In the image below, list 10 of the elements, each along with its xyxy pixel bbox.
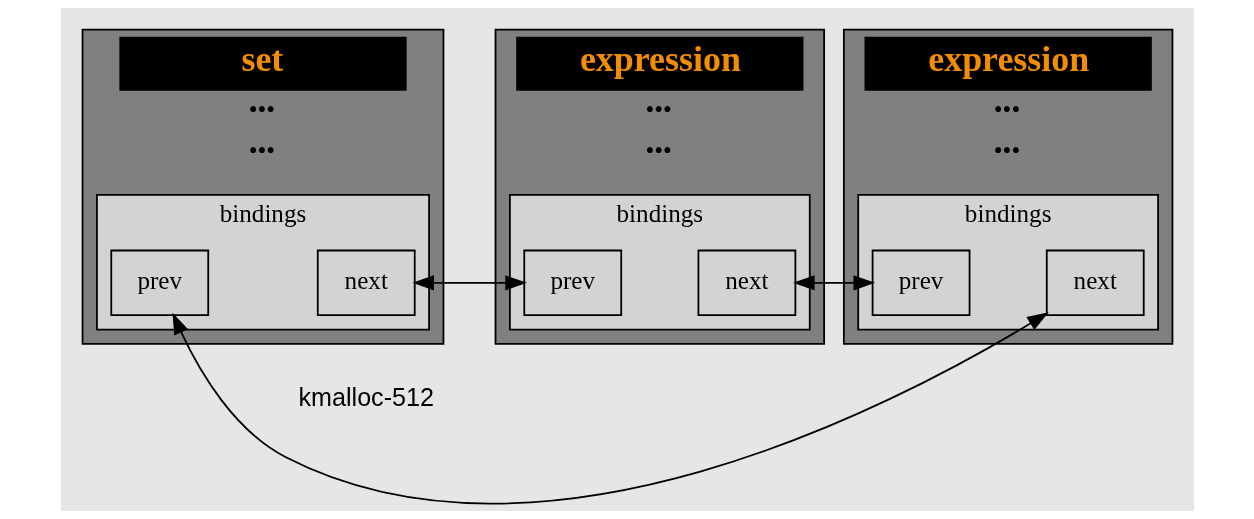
node-box: prev (522, 249, 622, 317)
node-box: next (697, 249, 796, 317)
arrow (171, 312, 1049, 505)
arrow (411, 275, 527, 291)
node-box: prev (109, 249, 209, 317)
node-box: next (1045, 249, 1145, 317)
node-box: prev (871, 249, 970, 317)
arrow (792, 275, 875, 291)
node-label: kmalloc-512 (298, 383, 434, 412)
node-box: next (316, 249, 416, 317)
